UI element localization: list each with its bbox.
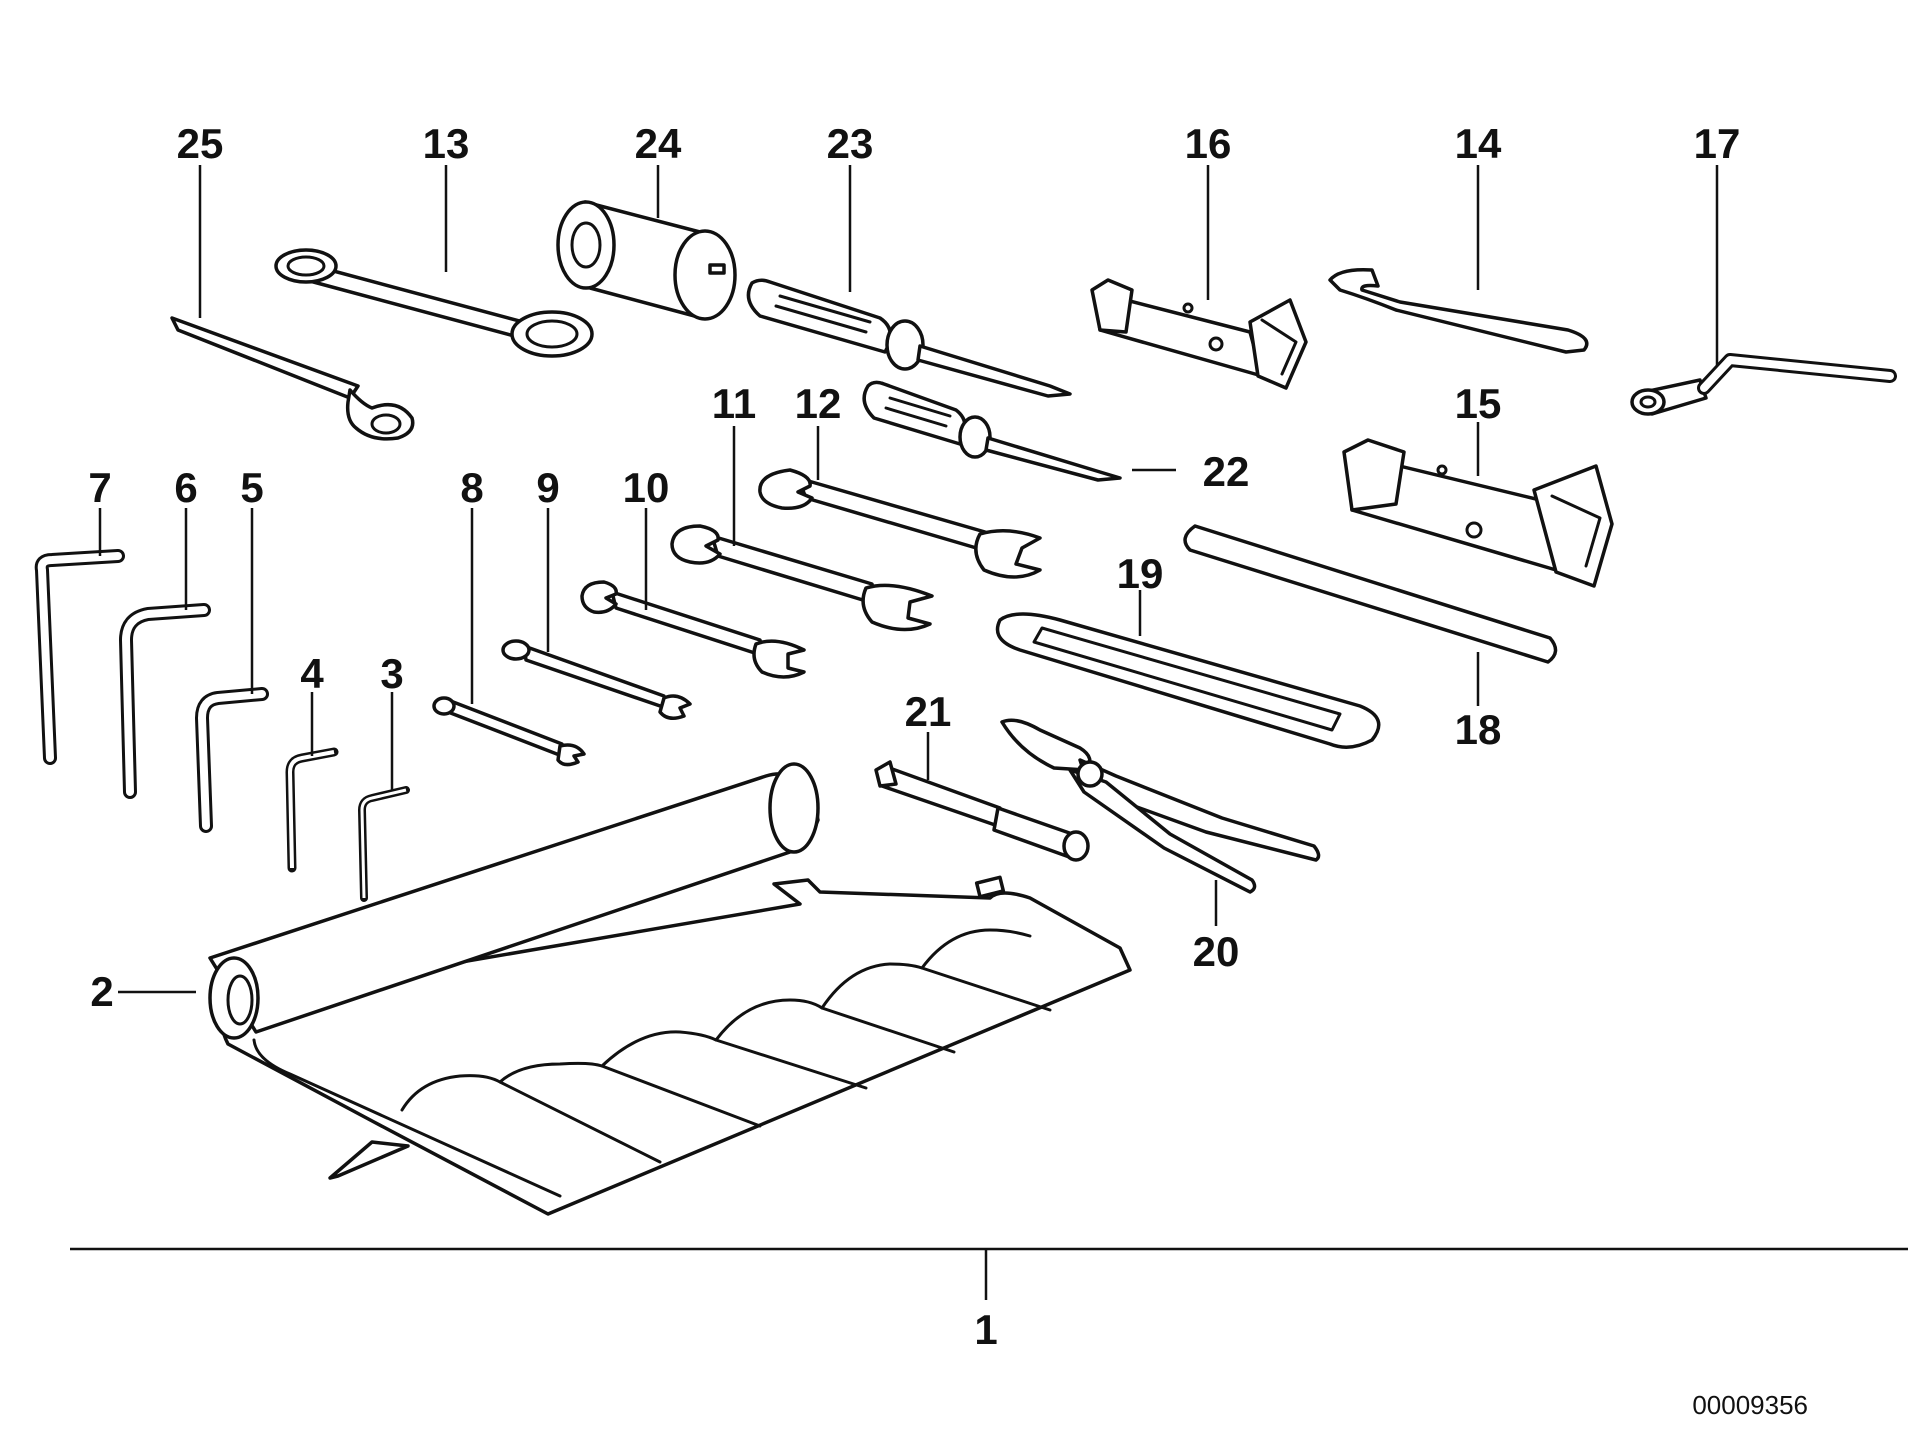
callout-labels: 25 13 24 23 16 14 17 11 12 15 22 7 6 5 8…	[88, 120, 1740, 1353]
leader-lines	[70, 165, 1908, 1300]
callout-9: 9	[536, 464, 559, 511]
callout-24: 24	[635, 120, 682, 167]
callout-5: 5	[240, 464, 263, 511]
spark-plug-socket-icon	[1342, 438, 1614, 588]
hex-key-icon	[195, 687, 269, 833]
callout-22: 22	[1203, 448, 1250, 495]
callout-18: 18	[1455, 706, 1502, 753]
hook-spanner-icon	[1328, 267, 1589, 354]
pliers-icon	[1000, 718, 1321, 894]
hex-key-icon	[358, 786, 410, 902]
hex-key-icon	[119, 603, 211, 799]
open-end-wrench-icon	[501, 639, 692, 720]
open-end-wrench-icon	[432, 696, 586, 767]
callout-14: 14	[1455, 120, 1502, 167]
screwdriver-icon	[746, 278, 1072, 398]
callout-10: 10	[623, 464, 670, 511]
feeler-blade-icon	[995, 612, 1381, 749]
callout-1: 1	[974, 1306, 997, 1353]
open-end-wrench-icon	[670, 524, 934, 632]
callout-15: 15	[1455, 380, 1502, 427]
hex-key-icon	[34, 549, 125, 765]
callout-16: 16	[1185, 120, 1232, 167]
screwdriver-icon	[862, 380, 1122, 482]
callout-23: 23	[827, 120, 874, 167]
callout-25: 25	[177, 120, 224, 167]
callout-17: 17	[1694, 120, 1741, 167]
callout-12: 12	[795, 380, 842, 427]
callout-19: 19	[1117, 550, 1164, 597]
spark-plug-socket-icon	[1090, 278, 1308, 390]
callout-6: 6	[174, 464, 197, 511]
open-end-wrench-icon	[758, 468, 1042, 579]
hex-key-icon	[285, 747, 339, 873]
tommy-bar-icon	[1183, 524, 1558, 664]
socket-icon	[556, 200, 737, 321]
bit-holder-icon	[874, 760, 1090, 862]
tool-roll-icon	[208, 762, 1132, 1216]
callout-7: 7	[88, 464, 111, 511]
document-id: 00009356	[1692, 1390, 1808, 1420]
callout-2: 2	[90, 968, 113, 1015]
socket-key-icon	[1630, 353, 1897, 416]
callout-8: 8	[460, 464, 483, 511]
callout-4: 4	[300, 650, 324, 697]
box-end-wrench-icon	[274, 248, 594, 358]
ring-spanner-icon	[170, 316, 415, 441]
callout-21: 21	[905, 688, 952, 735]
open-end-wrench-icon	[580, 580, 806, 679]
callout-20: 20	[1193, 928, 1240, 975]
callout-13: 13	[423, 120, 470, 167]
callout-3: 3	[380, 650, 403, 697]
callout-11: 11	[712, 380, 756, 427]
